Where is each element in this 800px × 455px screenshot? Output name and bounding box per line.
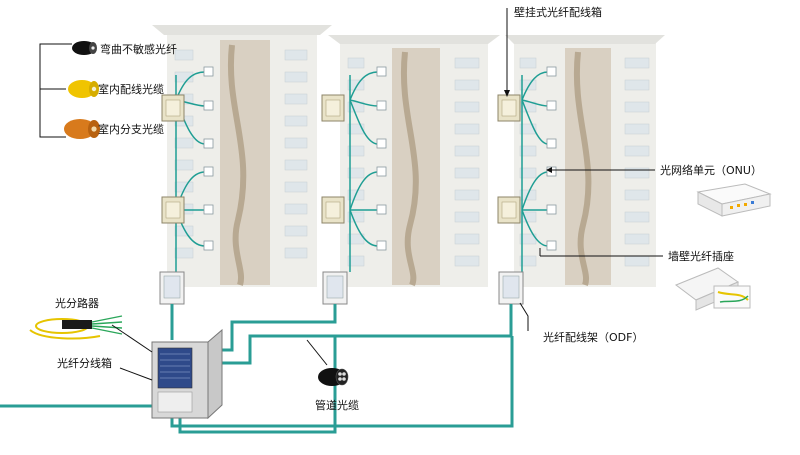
duct-cable-icon (318, 368, 349, 386)
label-splitter: 光分路器 (55, 296, 99, 310)
label-bend-insensitive-fiber: 弯曲不敏感光纤 (100, 42, 177, 56)
fiber-distribution-cabinet (151, 328, 223, 420)
wall-mounted-boxes (161, 94, 521, 224)
optical-splitter-icon (29, 315, 123, 340)
callout-line-splitter (111, 324, 153, 353)
building-1 (152, 25, 332, 287)
callout-arrow-onu (546, 167, 552, 173)
wall-socket-icon (674, 267, 751, 311)
label-odf: 光纤配线架（ODF） (543, 330, 643, 344)
callout-line-duct-cable (306, 339, 328, 366)
building-3 (505, 35, 665, 287)
indoor-distribution-cable-icon (68, 80, 99, 98)
callout-line-odf (519, 302, 529, 331)
callout-arrow-wall-box (504, 90, 510, 97)
odf-racks (159, 271, 524, 305)
label-wall-socket: 墙壁光纤插座 (668, 249, 734, 263)
label-duct-cable: 管道光缆 (315, 398, 359, 412)
duct-fiber-lines (0, 304, 514, 434)
bend-insensitive-fiber-icon (72, 41, 97, 55)
label-distribution-box: 光纤分线箱 (57, 356, 112, 370)
wall-sockets (203, 66, 557, 251)
label-indoor-distribution-cable: 室内配线光缆 (98, 82, 164, 96)
label-onu: 光网络单元（ONU） (660, 163, 762, 177)
legend-bracket (39, 43, 72, 138)
indoor-branch-cable-icon (64, 119, 100, 139)
label-wall-mounted-box: 壁挂式光纤配线箱 (514, 5, 602, 19)
label-indoor-branch-cable: 室内分支光缆 (98, 122, 164, 136)
building-2 (328, 35, 500, 287)
callout-line-distribution-box (119, 367, 153, 381)
onu-device-icon (696, 183, 772, 217)
